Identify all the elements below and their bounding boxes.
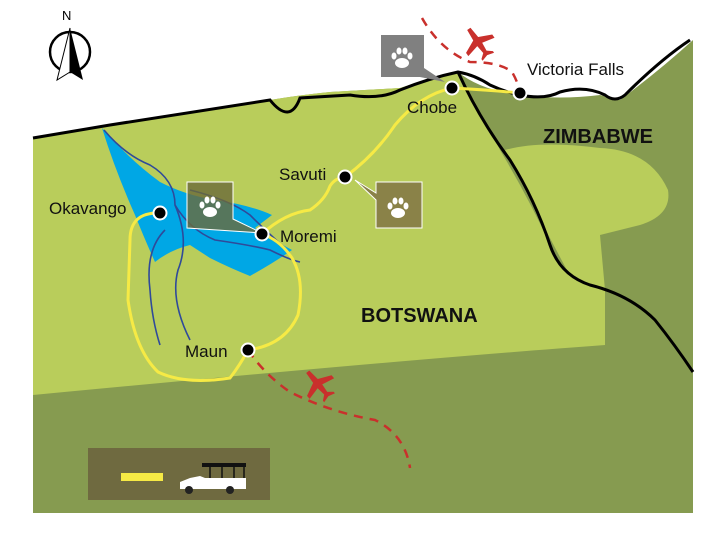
legend: [88, 448, 270, 500]
label-zimbabwe: ZIMBABWE: [543, 126, 653, 148]
paw-icon: [199, 196, 221, 217]
place-dot-savuti[interactable]: [337, 169, 353, 185]
botswana-region: [33, 72, 605, 395]
safari-jeep-icon: [180, 463, 246, 494]
place-dot-maun[interactable]: [240, 342, 256, 358]
place-dot-chobe[interactable]: [444, 80, 460, 96]
route-legend-swatch: [121, 473, 163, 481]
label-chobe: Chobe: [407, 98, 457, 117]
flight-path-maun: [246, 349, 412, 469]
label-okavango: Okavango: [49, 199, 127, 218]
zimbabwe-light-patch: [505, 144, 669, 290]
compass-north-label: N: [62, 8, 71, 23]
place-dot-okavango[interactable]: [152, 205, 168, 221]
paw-icon: [387, 197, 409, 218]
label-botswana: BOTSWANA: [361, 305, 478, 327]
paw-icon: [391, 47, 413, 68]
place-dot-moremi[interactable]: [254, 226, 270, 242]
label-maun: Maun: [185, 342, 228, 361]
label-moremi: Moremi: [280, 227, 337, 246]
wildlife-marker-chobe[interactable]: [381, 35, 445, 82]
wildlife-marker-savuti[interactable]: [354, 179, 423, 229]
label-savuti: Savuti: [279, 165, 326, 184]
safari-route: [126, 86, 521, 382]
airplane-icon: [306, 370, 335, 403]
airplane-icon: [466, 27, 495, 61]
label-victoria-falls: Victoria Falls: [527, 60, 624, 79]
country-border: [456, 71, 695, 373]
place-dot-victoria-falls[interactable]: [512, 85, 528, 101]
compass: N: [48, 8, 92, 82]
wildlife-marker-moremi[interactable]: [186, 181, 263, 234]
